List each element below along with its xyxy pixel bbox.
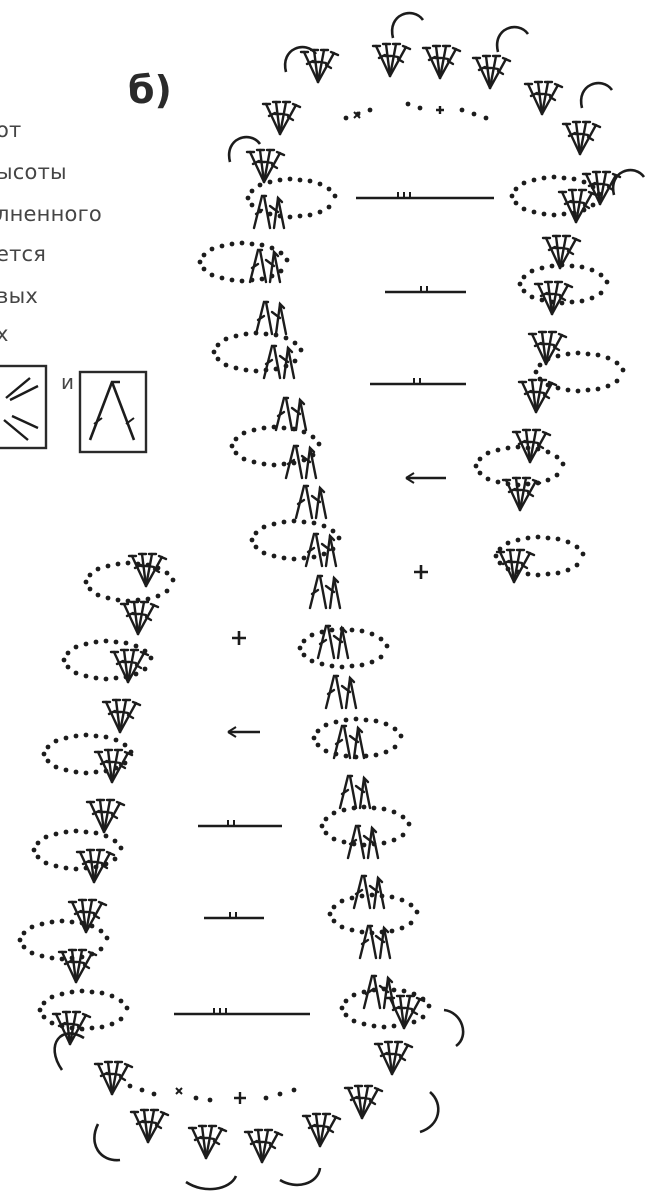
legend-text-line-6: х <box>0 322 9 346</box>
picot-row-top <box>229 13 644 204</box>
lower-strip-left-column <box>18 554 176 1031</box>
legend-text-line-4: ется <box>0 242 46 266</box>
upper-strip <box>198 13 644 582</box>
picot-row-bottom <box>53 996 463 1189</box>
legend-text-line-1: от <box>0 118 21 142</box>
legend-symbol-box-2 <box>80 372 146 452</box>
legend-conjunction: и <box>61 370 74 394</box>
upper-strip-chains <box>356 192 494 579</box>
upper-strip-left-column <box>198 177 342 566</box>
legend-text-line-5: вых <box>0 284 38 308</box>
legend-symbol-box-1 <box>0 366 46 448</box>
lower-strip <box>18 554 464 1189</box>
lower-strip-right-column <box>298 576 432 1029</box>
legend-text-line-3: лненного <box>0 202 102 226</box>
figure-label: б) <box>128 68 172 112</box>
upper-strip-right-column <box>474 175 626 582</box>
lower-strip-chains <box>174 631 310 1014</box>
legend-text-line-2: ысоты <box>0 160 67 184</box>
